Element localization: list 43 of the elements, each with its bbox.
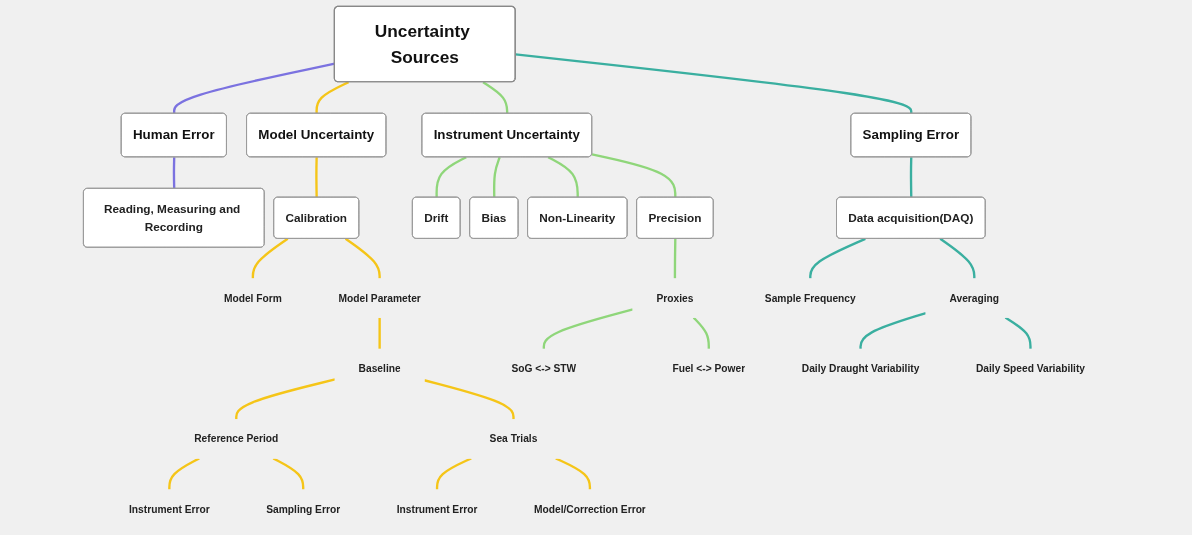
connector xyxy=(809,237,866,279)
node-text: Averaging xyxy=(949,292,1000,304)
node-text: Instrument Error xyxy=(396,503,478,515)
connector xyxy=(673,238,677,279)
node-text: Model Parameter xyxy=(338,292,421,304)
connector xyxy=(172,62,335,114)
node-text: Baseline xyxy=(358,362,401,375)
connector xyxy=(235,378,336,420)
node-text: SoG <-> STW xyxy=(511,362,577,375)
node-text: Proxies xyxy=(656,292,694,304)
connector xyxy=(555,457,592,490)
connector xyxy=(1004,316,1032,350)
connector xyxy=(591,153,677,198)
connector xyxy=(378,317,381,350)
node-text: Daily Speed Variability xyxy=(975,362,1085,375)
node-text: Sea Trials xyxy=(489,432,538,445)
connector xyxy=(909,157,913,198)
node-text: Model Form xyxy=(223,292,282,304)
connector xyxy=(547,156,579,198)
connector xyxy=(172,157,176,189)
node-text: Reference Period xyxy=(194,432,279,445)
connector xyxy=(315,157,318,198)
node-text: Fuel <-> Power xyxy=(672,362,746,375)
connector xyxy=(692,316,710,350)
connector xyxy=(251,237,289,279)
connector xyxy=(168,457,200,490)
connector xyxy=(435,457,472,490)
node-text: Sample Frequency xyxy=(764,292,856,304)
connector xyxy=(315,81,350,114)
connector xyxy=(542,308,634,350)
connector xyxy=(859,312,927,350)
node-text: Sampling Error xyxy=(266,503,341,515)
connector xyxy=(492,156,501,198)
connector xyxy=(423,379,515,420)
connector xyxy=(939,237,976,279)
node-text: Daily Draught Variability xyxy=(801,362,920,375)
connector xyxy=(272,457,305,490)
connector xyxy=(435,156,467,198)
node-text: Instrument Error xyxy=(129,503,210,515)
connector xyxy=(482,81,509,114)
connector xyxy=(344,237,381,279)
node-text: Model/Correction Error xyxy=(533,503,646,515)
connector xyxy=(515,53,913,114)
